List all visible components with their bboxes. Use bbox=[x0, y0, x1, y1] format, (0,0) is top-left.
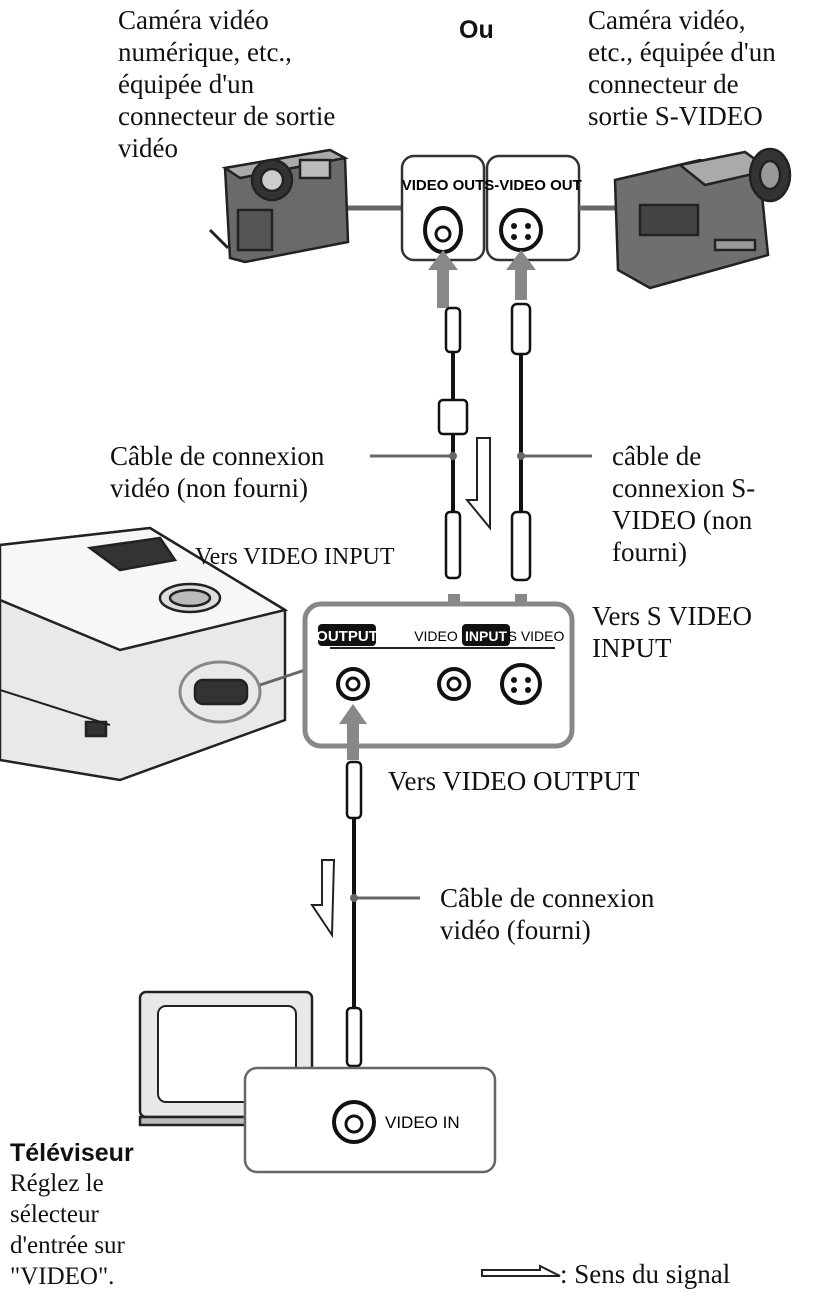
to-video-input-label: Vers VIDEO INPUT bbox=[195, 544, 395, 570]
digital-camera-label: Caméra vidéo numérique, etc., équipée d'… bbox=[118, 5, 336, 163]
svideo-out-jack bbox=[499, 208, 543, 252]
svg-text:OUTPUT: OUTPUT bbox=[316, 628, 378, 645]
video-out-jack-label: VIDEO OUT bbox=[402, 177, 485, 194]
video-printer bbox=[0, 526, 289, 782]
signal-direction-arrow bbox=[464, 437, 491, 531]
signal-legend-arrow-icon bbox=[481, 1264, 561, 1277]
digital-video-camera bbox=[208, 148, 350, 264]
signal-arrow bbox=[515, 266, 527, 300]
svideo-input-jack bbox=[500, 663, 542, 705]
to-svideo-input-label: Vers S VIDEO INPUT bbox=[592, 601, 752, 663]
video-cable-supplied bbox=[345, 760, 363, 1068]
svideo-out-jack-label: S-VIDEO OUT bbox=[484, 177, 582, 194]
video-cable-supplied-label: Câble de connexion vidéo (fourni) bbox=[440, 883, 655, 945]
svideo-camcorder bbox=[613, 147, 792, 290]
signal-direction-legend: : Sens du signal bbox=[560, 1259, 731, 1289]
video-in-label: VIDEO IN bbox=[385, 1113, 460, 1132]
svideo-cable bbox=[510, 302, 532, 582]
svideo-out-jack-box: S-VIDEO OUT bbox=[484, 154, 582, 262]
to-video-output-label: Vers VIDEO OUTPUT bbox=[388, 766, 640, 796]
or-label: Ou bbox=[459, 16, 494, 44]
tv-input-panel: VIDEO IN bbox=[243, 1066, 497, 1174]
video-cable-not-supplied bbox=[437, 306, 469, 580]
signal-direction-arrow bbox=[310, 859, 336, 939]
tv-instruction: Réglez le sélecteur d'entrée sur "VIDEO"… bbox=[10, 1170, 125, 1290]
svideo-cable-label: câble de connexion S- VIDEO (non fourni) bbox=[612, 441, 756, 567]
tv-title: Téléviseur bbox=[10, 1139, 134, 1167]
s-video-jack-label: S VIDEO bbox=[508, 628, 565, 644]
svg-text:INPUT: INPUT bbox=[465, 628, 507, 644]
printer-connector-panel: OUTPUT VIDEO INPUT S VIDEO bbox=[302, 601, 575, 749]
video-jack-label: VIDEO bbox=[414, 628, 458, 644]
video-cable-not-supplied-label: Câble de connexion vidéo (non fourni) bbox=[110, 441, 325, 503]
svideo-camera-label: Caméra vidéo, etc., équipée d'un connect… bbox=[588, 5, 776, 131]
input-badge bbox=[462, 624, 510, 646]
video-out-jack-box: VIDEO OUT bbox=[400, 154, 486, 262]
output-badge bbox=[318, 624, 376, 646]
signal-arrow bbox=[437, 266, 449, 308]
